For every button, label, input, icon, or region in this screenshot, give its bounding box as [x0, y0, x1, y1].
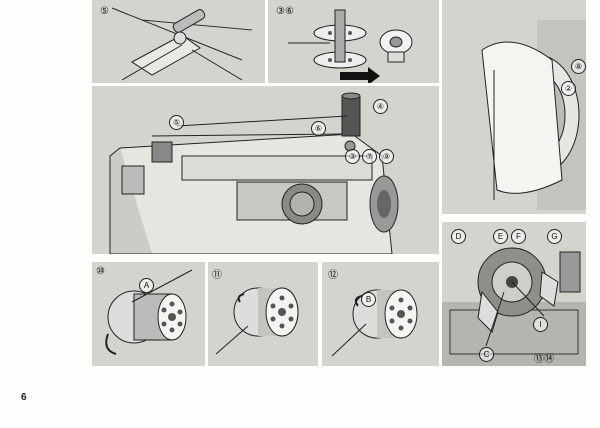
callout-C: C: [479, 347, 494, 362]
callout-9: ⑨: [379, 149, 394, 164]
figure-main-panel: ⑤ ④ ⑥ ③ ⑦ ⑨: [92, 86, 439, 254]
shuttle-race-illustration: [442, 247, 586, 366]
figure-number: ⑩: [96, 266, 105, 277]
callout-B: B: [361, 292, 376, 307]
figure-11-panel: ⑪: [208, 262, 318, 366]
figure-number: ⑪: [212, 270, 222, 281]
figure-10-panel: ⑩ A: [92, 262, 205, 366]
sewing-machine-illustration: [109, 92, 399, 254]
bobbin-case-inserted-illustration: [215, 287, 299, 355]
callout-A: A: [139, 278, 154, 293]
callout-8: ⑧: [571, 59, 586, 74]
callout-7: ⑦: [362, 149, 377, 164]
bobbin-thread-spring-illustration: [331, 289, 418, 357]
callout-6: ⑥: [311, 121, 326, 136]
callout-4: ④: [373, 99, 388, 114]
callout-3: ③: [345, 149, 360, 164]
callout-D: D: [451, 229, 466, 244]
figure-number: ⑬⑭: [534, 354, 554, 365]
callout-2: ②: [561, 81, 576, 96]
figure-number: ⑤: [100, 6, 109, 17]
figure-12-panel: ⑫ B: [322, 262, 439, 366]
figure-number: ③⑥: [276, 6, 294, 17]
figure-number: ⑫: [328, 270, 338, 281]
callout-G: G: [547, 229, 562, 244]
callout-E: E: [493, 229, 508, 244]
figure-3-6-panel: ③⑥: [268, 0, 439, 83]
page-number: 6: [21, 392, 27, 403]
bobbin-case-illustration: [105, 269, 193, 355]
figure-13-14-panel: D E F G I C ⑬⑭: [442, 222, 586, 366]
figure-8-2-panel: ⑧ ②: [442, 0, 586, 214]
callout-I: I: [533, 317, 548, 332]
thread-guide-illustration: [111, 7, 253, 81]
figure-5-panel: ⑤: [92, 0, 265, 83]
bobbin-winder-illustration: [288, 9, 413, 83]
callout-5: ⑤: [169, 115, 184, 130]
handwheel-illustration: [481, 20, 586, 210]
callout-F: F: [511, 229, 526, 244]
